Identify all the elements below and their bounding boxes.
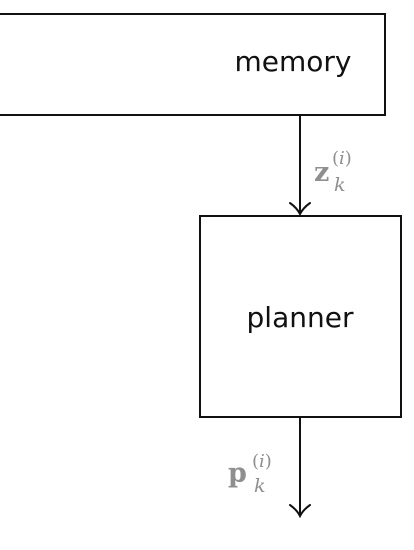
p-superscript-close: ) xyxy=(265,451,272,472)
z-symbol: z xyxy=(314,157,329,188)
planner-output-arrowhead xyxy=(289,504,311,519)
z-superscript-close: ) xyxy=(345,148,352,169)
z-superscript-open: ( xyxy=(332,148,339,169)
p-superscript-var: i xyxy=(259,451,265,472)
z-k-i-label: z (i) k xyxy=(314,148,352,196)
p-superscript-open: ( xyxy=(252,451,259,472)
z-superscript-var: i xyxy=(339,148,345,169)
planner-label: planner xyxy=(247,301,354,334)
p-symbol: p xyxy=(228,458,247,489)
memory-label: memory xyxy=(235,45,352,78)
p-superscript: (i) xyxy=(252,451,272,472)
z-subscript: k xyxy=(334,174,346,196)
p-k-i-label: p (i) k xyxy=(228,451,272,497)
p-subscript: k xyxy=(254,475,266,497)
memory-to-planner-arrowhead xyxy=(289,202,311,217)
memory-block xyxy=(0,13,386,116)
z-superscript: (i) xyxy=(332,148,352,169)
